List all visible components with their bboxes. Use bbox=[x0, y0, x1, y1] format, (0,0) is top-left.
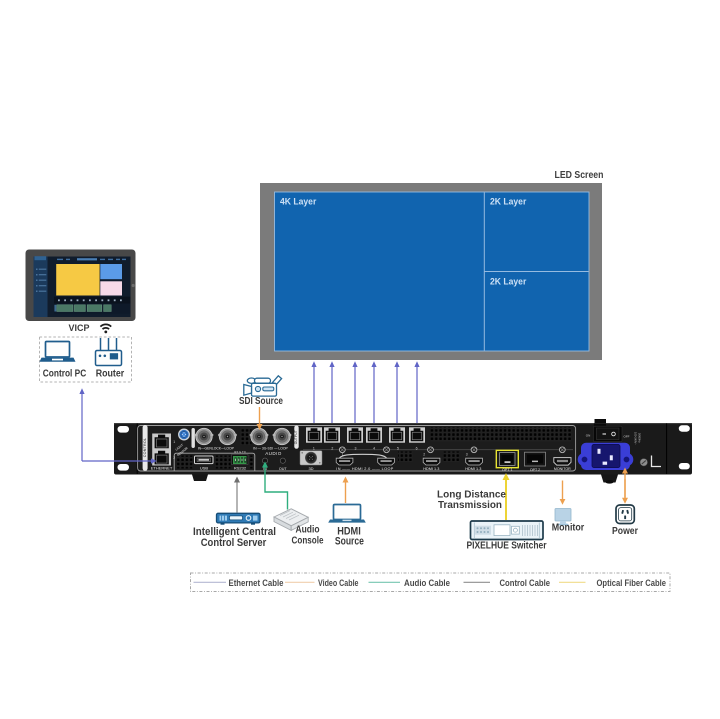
svg-text:1: 1 bbox=[173, 440, 175, 444]
svg-text:RS232: RS232 bbox=[234, 466, 247, 471]
svg-text:Router: Router bbox=[96, 368, 125, 379]
svg-text:LED Screen: LED Screen bbox=[555, 169, 604, 181]
svg-text:SDI Source: SDI Source bbox=[239, 396, 283, 407]
svg-text:1: 1 bbox=[313, 446, 315, 450]
svg-text:MONITOR: MONITOR bbox=[554, 467, 571, 471]
svg-text:2K Layer: 2K Layer bbox=[490, 277, 527, 287]
svg-text:Intelligent Central: Intelligent Central bbox=[193, 526, 276, 538]
svg-text:ON: ON bbox=[586, 433, 591, 437]
svg-text:5: 5 bbox=[397, 446, 399, 450]
svg-text:Control Cable: Control Cable bbox=[500, 578, 551, 588]
svg-text:3D: 3D bbox=[308, 466, 313, 471]
svg-text:OPT 2: OPT 2 bbox=[530, 468, 540, 472]
svg-text:Console: Console bbox=[292, 535, 324, 547]
svg-text:Source: Source bbox=[335, 535, 364, 547]
svg-text:2: 2 bbox=[331, 446, 333, 450]
svg-text:4K Layer: 4K Layer bbox=[280, 197, 317, 207]
svg-text:Optical Fiber Cable: Optical Fiber Cable bbox=[597, 578, 667, 588]
svg-text:2: 2 bbox=[173, 456, 175, 460]
svg-text:6: 6 bbox=[416, 446, 418, 450]
svg-text:Audio: Audio bbox=[296, 524, 320, 536]
svg-text:HDMI: HDMI bbox=[337, 525, 361, 537]
svg-text:HDMI 1.3: HDMI 1.3 bbox=[423, 467, 439, 471]
svg-text:CONTROL: CONTROL bbox=[143, 438, 147, 457]
svg-text:Long Distance: Long Distance bbox=[437, 489, 506, 500]
svg-text:LIGHT: LIGHT bbox=[175, 443, 185, 452]
svg-text:50/60Hz: 50/60Hz bbox=[638, 433, 642, 443]
svg-text:OUT: OUT bbox=[279, 467, 288, 471]
svg-text:RX G TX: RX G TX bbox=[234, 450, 246, 454]
svg-text:IN—GENLOCK—LOOP: IN—GENLOCK—LOOP bbox=[198, 446, 235, 450]
svg-text:SENSOR: SENSOR bbox=[176, 446, 189, 458]
svg-text:3: 3 bbox=[466, 453, 468, 457]
svg-text:ETHERNET: ETHERNET bbox=[151, 466, 173, 471]
svg-text:Control Server: Control Server bbox=[201, 537, 267, 549]
svg-text:PIXELHUE Switcher: PIXELHUE Switcher bbox=[467, 539, 547, 551]
svg-text:OPT 1: OPT 1 bbox=[502, 468, 512, 472]
svg-text:OUTPUT: OUTPUT bbox=[294, 430, 298, 444]
svg-text:Control PC: Control PC bbox=[43, 368, 87, 379]
svg-text:HDMI 1.3: HDMI 1.3 bbox=[465, 467, 481, 471]
svg-text:USB: USB bbox=[200, 466, 209, 471]
svg-text:IN —— HDMI 2.0 —— LOOP: IN —— HDMI 2.0 —— LOOP bbox=[336, 467, 393, 471]
svg-text:Audio Cable: Audio Cable bbox=[404, 578, 450, 588]
svg-text:3: 3 bbox=[355, 446, 357, 450]
svg-text:Ethernet Cable: Ethernet Cable bbox=[229, 578, 284, 588]
svg-text:2K Layer: 2K Layer bbox=[490, 197, 527, 207]
svg-text:OFF: OFF bbox=[624, 435, 630, 439]
svg-text:Transmission: Transmission bbox=[438, 500, 502, 511]
svg-text:AUDIO: AUDIO bbox=[265, 451, 282, 456]
svg-text:VICP: VICP bbox=[69, 323, 91, 334]
svg-text:Video Cable: Video Cable bbox=[318, 578, 359, 588]
svg-text:IN — 3G-SDI — LOOP: IN — 3G-SDI — LOOP bbox=[253, 446, 288, 450]
svg-text:Power: Power bbox=[612, 525, 638, 537]
svg-text:Monitor: Monitor bbox=[552, 522, 585, 534]
svg-text:100-240V~: 100-240V~ bbox=[634, 432, 638, 445]
svg-text:1: 1 bbox=[342, 453, 344, 457]
svg-text:4: 4 bbox=[373, 446, 375, 450]
svg-text:2: 2 bbox=[423, 453, 425, 457]
